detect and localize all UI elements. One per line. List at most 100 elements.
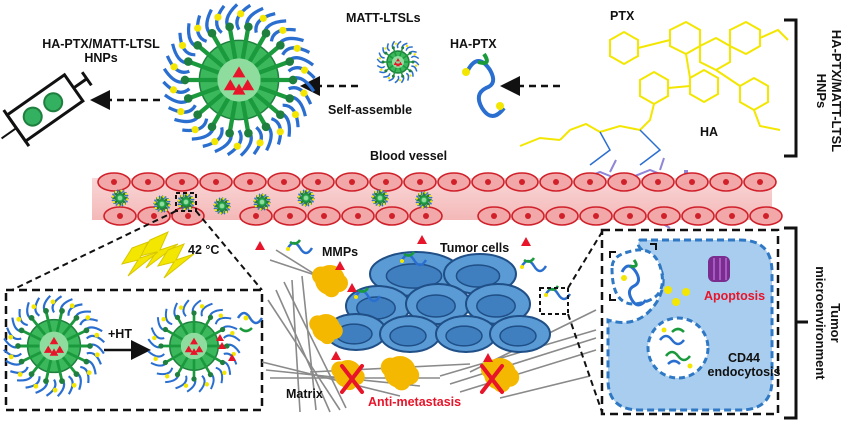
- matrix-fiber: [459, 349, 597, 393]
- lipid-spoke: [385, 52, 394, 60]
- polymer-chain: [214, 201, 217, 205]
- lipid-head: [18, 327, 25, 334]
- rbc-nucleus: [757, 179, 763, 185]
- lipid-head: [162, 359, 169, 366]
- polymer-chain: [187, 194, 191, 197]
- polymer-chain: [124, 194, 129, 197]
- red-triangle: [483, 353, 493, 362]
- matt-ltsls-label: MATT-LTSLs: [346, 11, 421, 25]
- polymer-chain: [226, 202, 231, 205]
- ptx-dot: [386, 198, 389, 201]
- lipid-head: [156, 206, 160, 210]
- ptx-dot: [164, 374, 170, 379]
- lipid-spoke: [196, 92, 224, 117]
- polymer-chain: [163, 196, 167, 199]
- polymer-chain: [18, 308, 28, 327]
- lipid-head: [374, 192, 378, 196]
- polymer-chain: [405, 46, 413, 51]
- lipid-head: [193, 110, 202, 120]
- ht-label: +HT: [108, 327, 132, 341]
- lipid-head: [191, 376, 197, 382]
- rbc-nucleus: [763, 213, 769, 219]
- ptx-dot: [52, 387, 58, 393]
- lipid-spoke: [258, 59, 291, 75]
- mmp-lobe: [323, 280, 340, 298]
- polymer-chain: [67, 303, 83, 316]
- free-strand-green: [289, 239, 302, 245]
- polymer-chain: [195, 15, 208, 43]
- ptx-dot: [297, 195, 300, 198]
- lipid-head: [43, 378, 49, 384]
- polymer-chain: [405, 72, 410, 81]
- polymer-chain: [111, 199, 116, 202]
- ptx-dot: [276, 128, 284, 136]
- rbc-nucleus: [349, 179, 355, 185]
- lipid-spoke: [204, 351, 224, 364]
- zoom-line-top: [567, 231, 603, 289]
- ptx-dot: [243, 315, 249, 321]
- drug-triangle: [393, 61, 398, 65]
- polymer-chain: [235, 3, 252, 31]
- syringe-icon: [1, 71, 93, 147]
- cd44-label-line1: CD44: [728, 351, 760, 365]
- lipid-head: [256, 196, 260, 200]
- tumor-nucleus: [476, 294, 516, 318]
- polymer-chain: [281, 46, 311, 56]
- lipid-head: [18, 358, 25, 365]
- ptx-dot: [414, 64, 418, 67]
- lipid-spoke: [254, 43, 282, 68]
- polymer-chain: [182, 193, 185, 198]
- polymer-chain: [307, 190, 311, 193]
- lipid-spoke: [176, 356, 189, 376]
- lipid-spoke: [44, 310, 53, 333]
- ptx-dot: [153, 201, 156, 204]
- ptx-dot: [120, 189, 123, 192]
- ptx-dot: [300, 89, 308, 97]
- lipid-head: [83, 358, 90, 365]
- polymer-chain: [34, 297, 41, 317]
- lipid-head: [382, 192, 386, 196]
- mmps-label: MMPs: [322, 245, 359, 259]
- polymer-chain: [215, 366, 224, 384]
- lipid-head: [381, 60, 385, 64]
- ptx-dot: [308, 202, 312, 206]
- rbc-nucleus: [729, 213, 735, 219]
- cd44-label-line2: endocytosis: [707, 364, 781, 379]
- rbc-nucleus: [451, 179, 457, 185]
- ptx-dot: [300, 190, 304, 194]
- lipid-spoke: [240, 100, 251, 134]
- lipid-spoke: [227, 26, 238, 60]
- hnps-title: HA-PTX/MATT-LTSL HNPs: [26, 37, 176, 66]
- vertical-label-tme: Tumor microenvironment: [812, 258, 843, 388]
- rbc-nucleus: [485, 179, 491, 185]
- ptx-linker: [589, 129, 662, 166]
- ptx-dot: [180, 194, 184, 198]
- rbc-nucleus: [281, 179, 287, 185]
- free-strand-green: [403, 251, 416, 257]
- drug-triangle: [55, 345, 65, 353]
- lipid-head: [261, 28, 271, 38]
- lipid-head: [73, 371, 80, 378]
- matrix-fiber: [261, 361, 401, 397]
- ptx-dot: [398, 79, 402, 82]
- ptx-dot: [69, 303, 75, 309]
- polymer-chain: [263, 206, 266, 211]
- lipid-head: [219, 326, 226, 333]
- vertical-label-hnps: HA-PTX/MATT-LTSL HNPs: [813, 21, 844, 161]
- polymer-chain: [252, 126, 263, 156]
- rbc-nucleus: [287, 213, 293, 219]
- ptx-dot: [409, 74, 412, 77]
- polymer-chain: [298, 193, 301, 197]
- polymer-chain: [116, 189, 119, 194]
- liposome-lumen: [421, 197, 427, 203]
- ptx-dot: [178, 41, 187, 50]
- lipid-spoke: [20, 329, 42, 342]
- ptx-dot: [382, 202, 386, 206]
- lipid-head: [401, 74, 405, 78]
- polymer-chain: [177, 203, 182, 206]
- lipid-head: [256, 204, 260, 208]
- liposome-lumen: [159, 201, 165, 207]
- lipid-head: [156, 198, 160, 202]
- ptx-dot: [161, 316, 166, 322]
- ptx-dot: [126, 198, 129, 201]
